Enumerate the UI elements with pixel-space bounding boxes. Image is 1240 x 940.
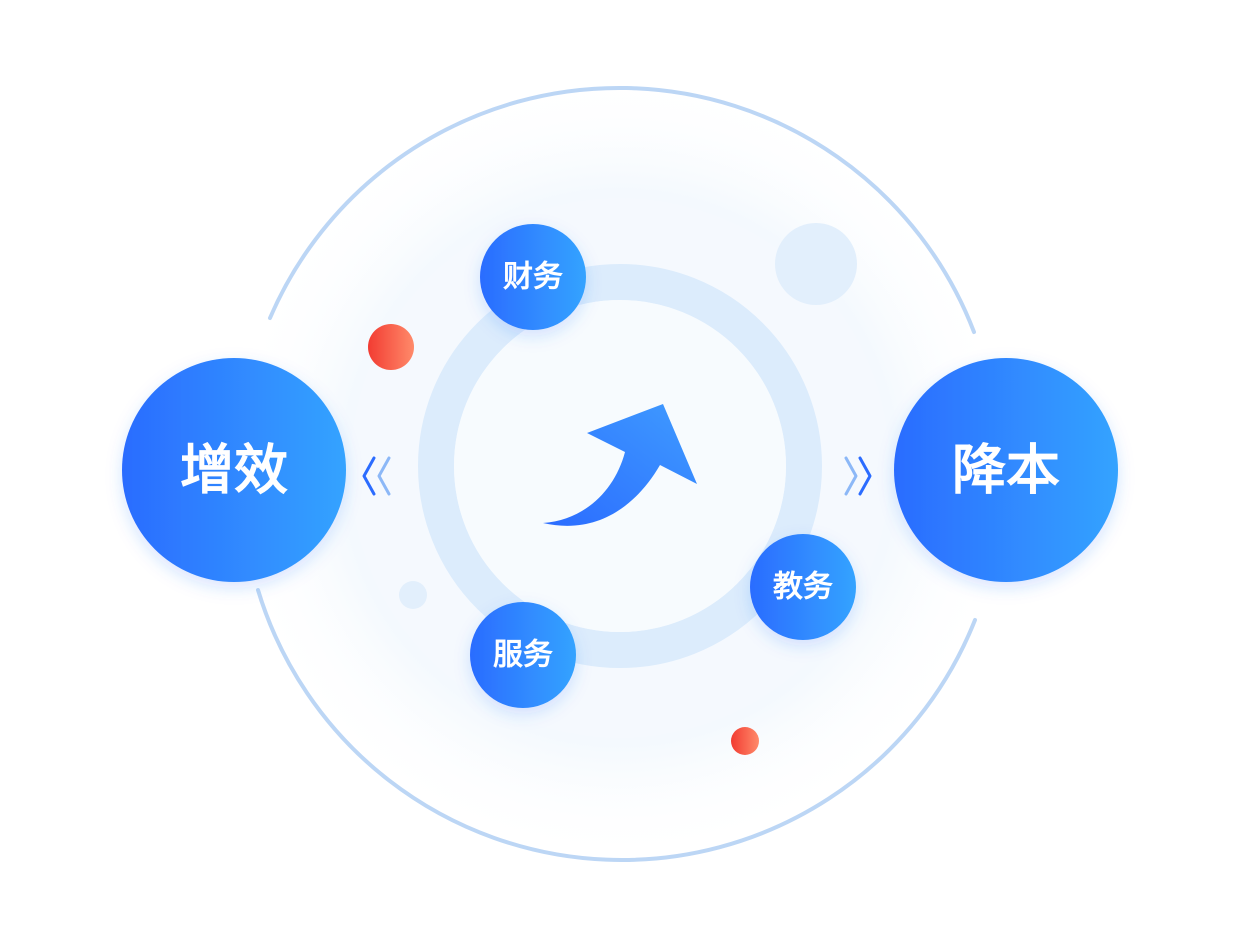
satellite-label-finance: 财务	[503, 260, 563, 295]
left-node-label: 增效	[180, 439, 288, 502]
right-node-label: 降本	[952, 439, 1060, 502]
right-node: 降本	[894, 358, 1118, 582]
decor-dot-light-small	[399, 581, 427, 609]
center-ring	[418, 264, 822, 668]
decor-dot-red-small	[731, 727, 759, 755]
satellite-label-service: 服务	[493, 638, 553, 673]
decor-dot-red-large	[368, 324, 414, 370]
satellite-node-finance: 财务	[480, 224, 586, 330]
center-disc	[454, 300, 786, 632]
decor-dot-light-large	[775, 223, 857, 305]
chevron-right-icon	[844, 456, 872, 496]
outer-ring-arc-top	[268, 86, 976, 334]
satellite-node-service: 服务	[470, 602, 576, 708]
growth-arrow-icon	[543, 404, 697, 526]
left-node: 增效	[122, 358, 346, 582]
chevron-left-icon	[362, 456, 391, 496]
outer-ring-arc-bottom	[256, 588, 977, 862]
satellite-label-academic: 教务	[773, 570, 833, 605]
satellite-node-academic: 教务	[750, 534, 856, 640]
